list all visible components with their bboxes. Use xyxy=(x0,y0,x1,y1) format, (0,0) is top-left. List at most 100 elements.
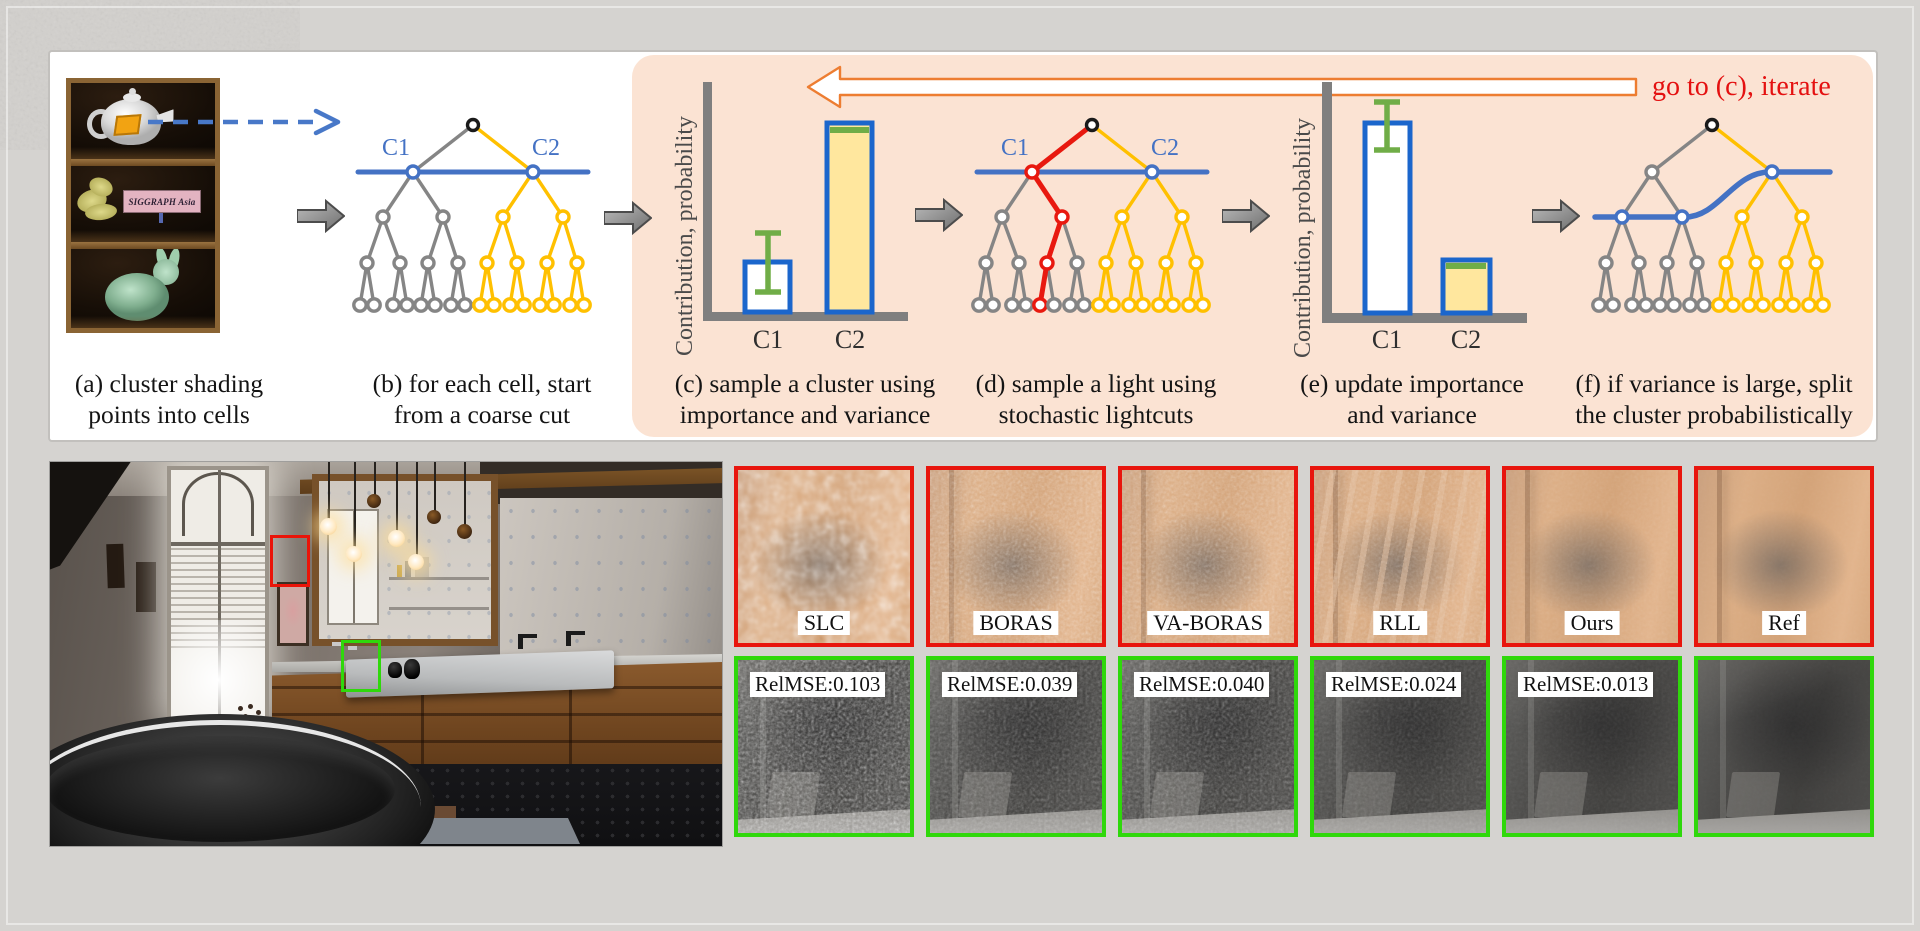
bulb-wire xyxy=(464,462,466,526)
tree-node xyxy=(1069,255,1085,271)
vanity-mirror xyxy=(312,474,498,646)
crop-green-va-boras: RelMSE:0.040 xyxy=(1118,656,1298,837)
light-bulb xyxy=(408,554,424,570)
tree-edge xyxy=(545,215,565,265)
tree-node xyxy=(525,164,541,180)
importance-chart-before: Contribution, probability C1 C2 xyxy=(672,82,908,356)
tree-node xyxy=(569,255,585,271)
crop-image xyxy=(1698,660,1870,833)
tree-node xyxy=(1815,297,1831,313)
tree-node xyxy=(1748,255,1764,271)
cell-to-tree-arrow xyxy=(148,108,341,136)
tree-node xyxy=(1144,164,1160,180)
caption-f-line2: the cluster probabilistically xyxy=(1575,400,1853,429)
tree-node xyxy=(1135,297,1151,313)
tree-node xyxy=(495,209,511,225)
tree-node xyxy=(1018,297,1034,313)
y-axis xyxy=(1322,82,1332,323)
relmse-label: RelMSE:0.024 xyxy=(1326,672,1462,697)
light-bulb xyxy=(320,518,337,535)
towel xyxy=(1533,772,1589,818)
tree-node xyxy=(1734,209,1750,225)
tree-node xyxy=(502,297,518,313)
tree-node xyxy=(420,255,436,271)
caption-d-line2: stochastic lightcuts xyxy=(998,400,1194,429)
tree-edge xyxy=(1000,170,1034,219)
caption-a-line1: (a) cluster shading xyxy=(74,369,264,398)
bulb-wire xyxy=(416,462,418,556)
tree-edge xyxy=(1650,123,1714,174)
tree-node xyxy=(465,117,481,133)
shelf-divider xyxy=(71,159,215,166)
split-cut-curve xyxy=(1592,169,1833,220)
tree-node xyxy=(971,297,987,313)
towel xyxy=(765,772,821,818)
light-bulb xyxy=(346,546,362,562)
bar-label-c2: C2 xyxy=(835,325,865,354)
tree-node xyxy=(1054,209,1070,225)
tree-node xyxy=(1674,209,1690,225)
tree-node xyxy=(1039,255,1055,271)
tree-node xyxy=(1011,255,1027,271)
mirror-shelf-reflection xyxy=(389,607,489,610)
faucet-spout xyxy=(568,631,585,635)
tree-node xyxy=(352,297,368,313)
method-label: Ours xyxy=(1564,611,1620,635)
tree-node xyxy=(427,297,443,313)
tree-edge xyxy=(1680,215,1699,265)
pipeline-panel xyxy=(48,50,1878,442)
caption-f: (f) if variance is large, split the clus… xyxy=(1540,368,1888,430)
tree-node xyxy=(1801,297,1817,313)
faucet xyxy=(518,634,523,649)
tree-node xyxy=(1689,255,1705,271)
crop-red-va-boras: VA-BORAS xyxy=(1118,466,1298,647)
tree-node xyxy=(486,297,502,313)
shelf-cell-dragon: SIGGRAPH Asia xyxy=(71,166,215,242)
tree-edge xyxy=(485,215,505,265)
bottle xyxy=(405,561,411,577)
teapot-knob xyxy=(129,88,136,95)
crop-red-ours: Ours xyxy=(1502,466,1682,647)
tree-edge xyxy=(411,123,475,174)
tree-edge xyxy=(1784,215,1804,265)
framed-artwork xyxy=(277,582,309,646)
window-arch xyxy=(182,472,254,536)
step-arrow xyxy=(915,198,963,232)
tree-node xyxy=(1084,117,1100,133)
tree-node xyxy=(1195,297,1211,313)
caption-d-line1: (d) sample a light using xyxy=(975,369,1217,398)
tree-node xyxy=(1711,297,1727,313)
relmse-label: RelMSE:0.039 xyxy=(942,672,1078,697)
caption-e-line1: (e) update importance xyxy=(1300,369,1524,398)
tree-edge xyxy=(365,215,385,265)
faucet xyxy=(566,631,571,646)
tree-node xyxy=(1091,297,1107,313)
relmse-label: RelMSE:0.040 xyxy=(1134,672,1270,697)
tree-node xyxy=(1151,297,1167,313)
tree-node xyxy=(1652,297,1668,313)
tree-edge xyxy=(1104,215,1124,265)
caption-d: (d) sample a light using stochastic ligh… xyxy=(951,368,1241,430)
tree-node xyxy=(1188,255,1204,271)
tree-node xyxy=(1718,255,1734,271)
importance-chart-after: Contribution, probability C1 C2 xyxy=(1290,82,1527,358)
x-axis xyxy=(703,312,908,321)
tree-edge xyxy=(441,215,460,265)
caption-e-line2: and variance xyxy=(1347,400,1477,429)
tree-node xyxy=(555,209,571,225)
tree-node xyxy=(1808,255,1824,271)
tree-node xyxy=(1024,164,1040,180)
tree-node xyxy=(1128,255,1144,271)
method-label: SLC xyxy=(797,611,851,635)
tree-edge xyxy=(1800,215,1818,265)
tree-edge xyxy=(426,215,445,265)
tree-node xyxy=(366,297,382,313)
tree-node xyxy=(392,255,408,271)
tree-node xyxy=(1778,255,1794,271)
tree-edge xyxy=(1164,215,1184,265)
caption-a-line2: points into cells xyxy=(88,400,250,429)
tree-node xyxy=(1605,297,1621,313)
tree-edge xyxy=(1029,169,1065,220)
tree-node xyxy=(405,164,421,180)
tree-node xyxy=(1624,297,1640,313)
